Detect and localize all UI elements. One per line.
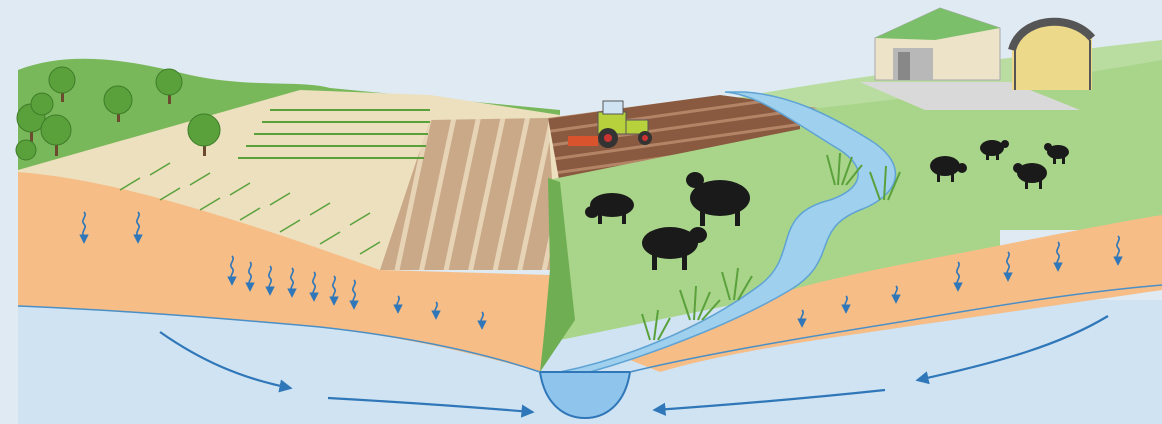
soil-left bbox=[18, 172, 550, 372]
sheep bbox=[930, 140, 1069, 189]
cow bbox=[686, 172, 750, 226]
river-channel bbox=[538, 371, 632, 420]
trees bbox=[15, 66, 221, 161]
farm-barn bbox=[874, 7, 1001, 81]
tractor bbox=[568, 100, 652, 148]
aquifer-boundary bbox=[17, 284, 1162, 373]
tree bbox=[155, 68, 183, 104]
left-bank bbox=[540, 178, 575, 372]
cow bbox=[585, 193, 634, 224]
groundwater-flow-arrows bbox=[159, 315, 1109, 418]
tree bbox=[15, 139, 37, 161]
tree bbox=[103, 85, 133, 122]
crop-rows bbox=[119, 109, 430, 255]
sheep-animal bbox=[980, 140, 1009, 160]
harvested-field bbox=[380, 118, 558, 270]
cow bbox=[642, 227, 707, 270]
sheep-animal bbox=[1013, 163, 1047, 189]
covered-storage bbox=[860, 17, 1096, 110]
tree bbox=[187, 113, 221, 156]
infiltration-arrows bbox=[79, 211, 1123, 330]
sheep-animal bbox=[1044, 143, 1069, 164]
riparian-reeds bbox=[641, 152, 901, 341]
tree bbox=[40, 114, 72, 156]
tree bbox=[48, 66, 76, 102]
tree bbox=[30, 92, 54, 116]
sheep-animal bbox=[930, 156, 967, 182]
cattle bbox=[585, 172, 750, 270]
